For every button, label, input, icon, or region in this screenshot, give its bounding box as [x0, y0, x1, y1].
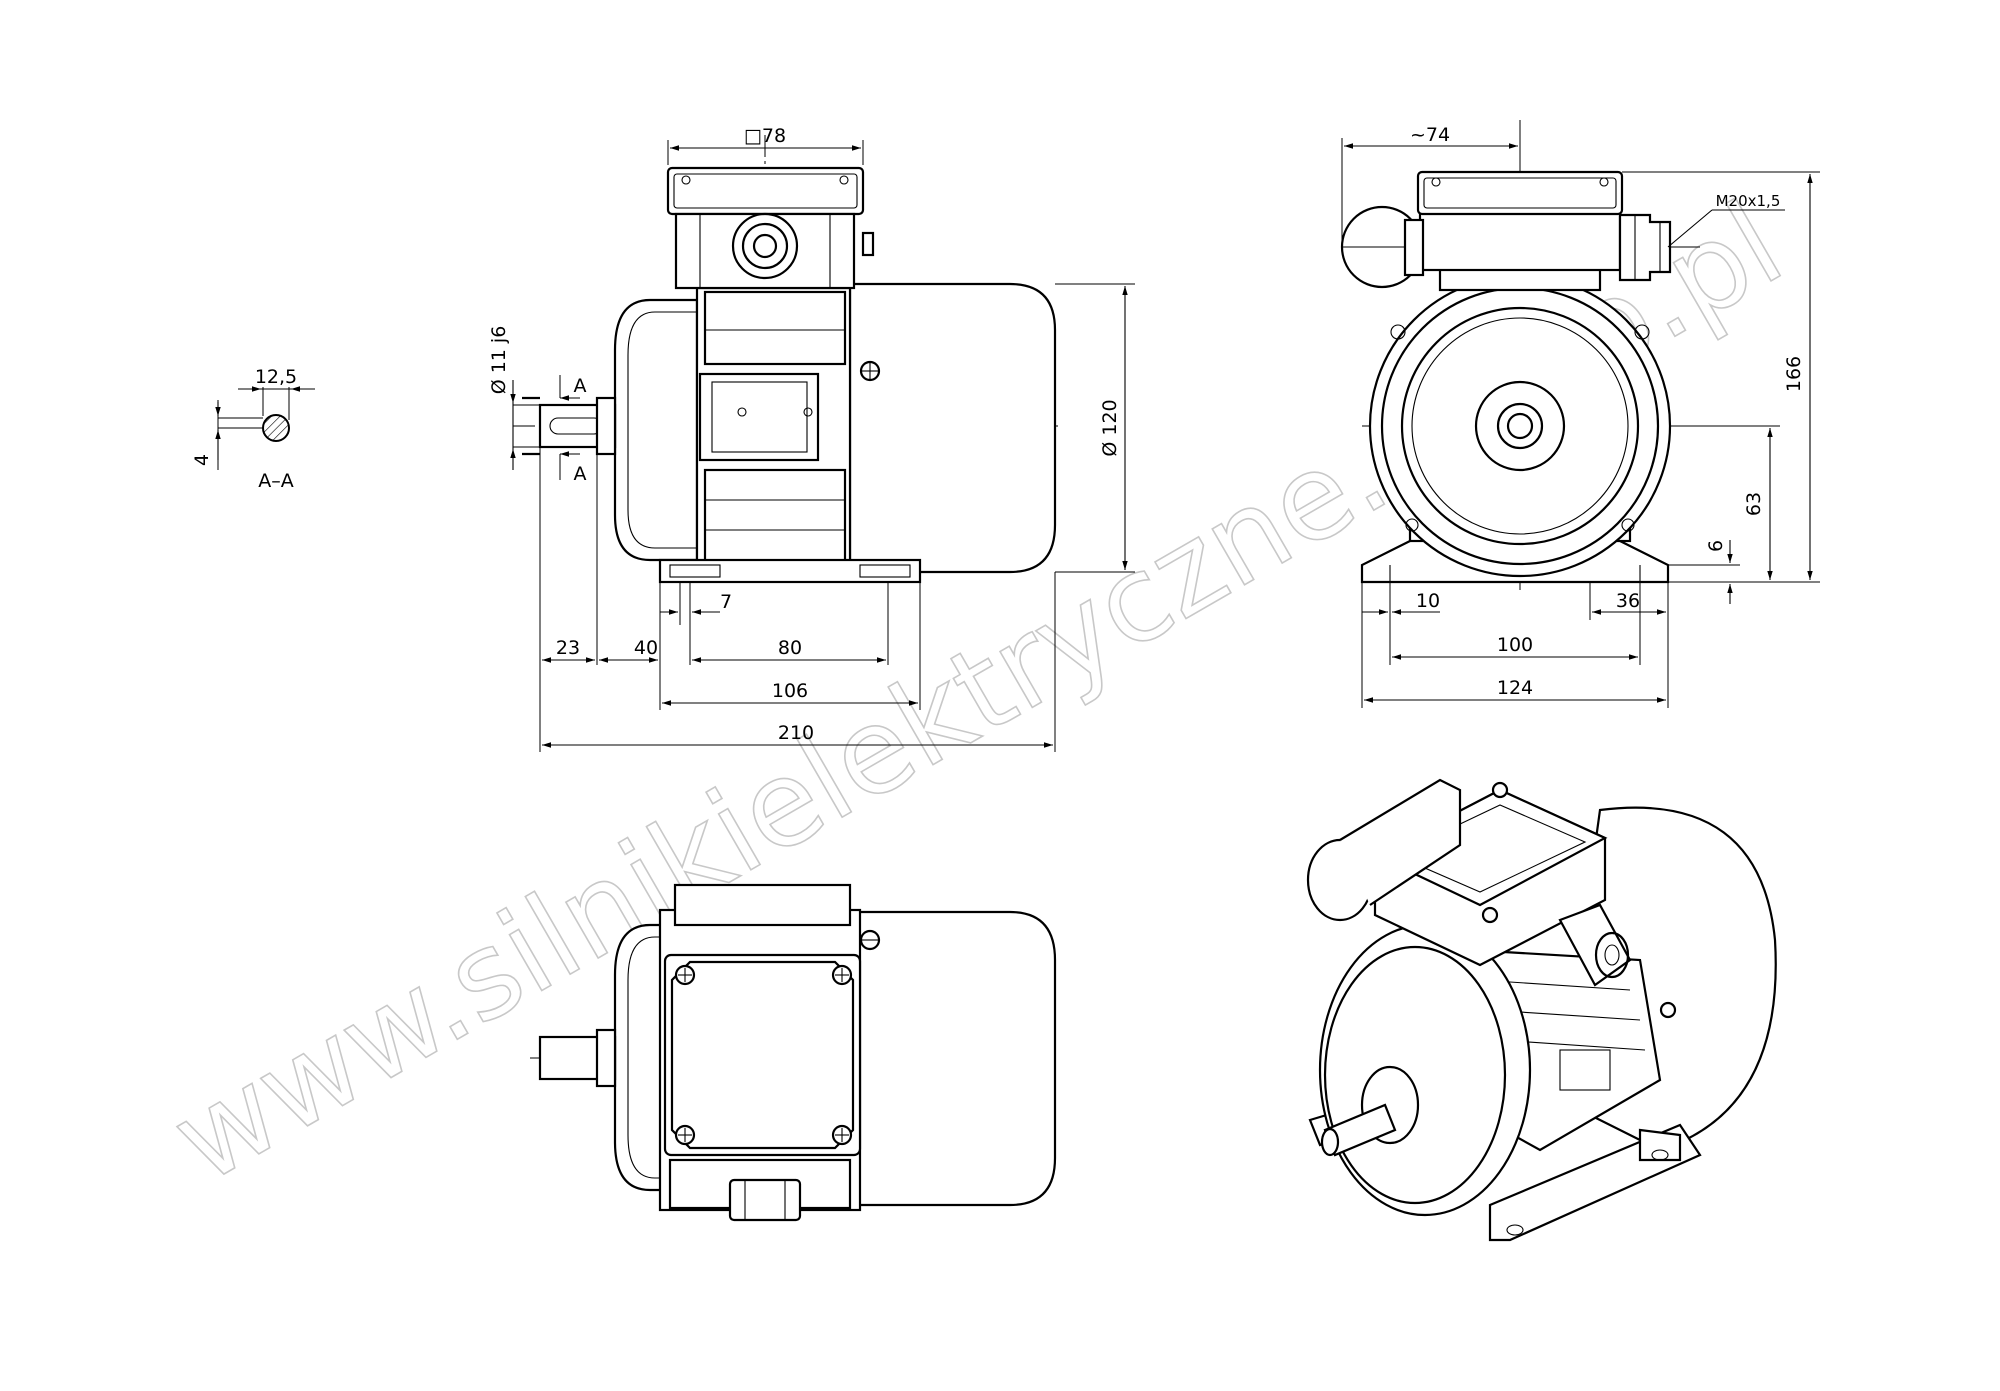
- dim-100: 100: [1497, 634, 1533, 656]
- shaft-section-circle: [262, 414, 290, 442]
- top-cable-gland: [728, 1178, 802, 1222]
- top-view: [530, 883, 1058, 1222]
- cut-label-top: A: [574, 375, 587, 397]
- motor-body: [848, 282, 1057, 574]
- dim-210: 210: [778, 722, 814, 744]
- cut-label-bottom: A: [574, 463, 587, 485]
- shaft-end: [1506, 412, 1534, 440]
- section-label: A–A: [258, 470, 294, 492]
- motor-feet: [658, 558, 922, 584]
- dim-10: 10: [1416, 590, 1440, 612]
- foot-thickness-label: 6: [1705, 540, 1727, 552]
- housing-outer: [1368, 274, 1672, 578]
- top-motor-body: [848, 910, 1057, 1207]
- box-width-label: □78: [744, 125, 786, 147]
- iso-end-shield: [1318, 923, 1532, 1217]
- body-diameter-label: Ø 120: [1099, 399, 1121, 456]
- front-cable-gland: [1618, 213, 1672, 282]
- top-lid-screws: [674, 964, 853, 1146]
- shaft-height-label: 63: [1743, 492, 1765, 516]
- isometric-view: [1306, 778, 1777, 1242]
- section-a-a: 12,5 4 A–A: [191, 366, 315, 492]
- top-width-label: ~74: [1410, 124, 1450, 146]
- dim-40: 40: [634, 637, 658, 659]
- terminal-box-lid: [666, 166, 865, 216]
- top-terminal-lid: [663, 953, 862, 1157]
- dim-7: 7: [720, 591, 732, 613]
- side-view: A A Ø 11 j6 Ø 120 □78 7: [488, 125, 1135, 752]
- capacitor-block: [698, 372, 820, 462]
- front-terminal-box: [1418, 208, 1622, 272]
- section-width-label: 12,5: [255, 366, 297, 388]
- front-view: M20x1,5 ~74 166 63 6 10 36: [1340, 120, 1820, 708]
- dim-124: 124: [1497, 677, 1533, 699]
- height-total-label: 166: [1783, 356, 1805, 392]
- bearing-hub: [1474, 380, 1566, 472]
- dim-23: 23: [556, 637, 580, 659]
- dim-36: 36: [1616, 590, 1640, 612]
- gland-thread-label: M20x1,5: [1716, 192, 1781, 210]
- dim-80: 80: [778, 637, 802, 659]
- shaft-diameter-label: Ø 11 j6: [488, 326, 510, 395]
- section-key-depth-label: 4: [191, 454, 213, 466]
- end-shield: [613, 298, 699, 562]
- dim-106: 106: [772, 680, 808, 702]
